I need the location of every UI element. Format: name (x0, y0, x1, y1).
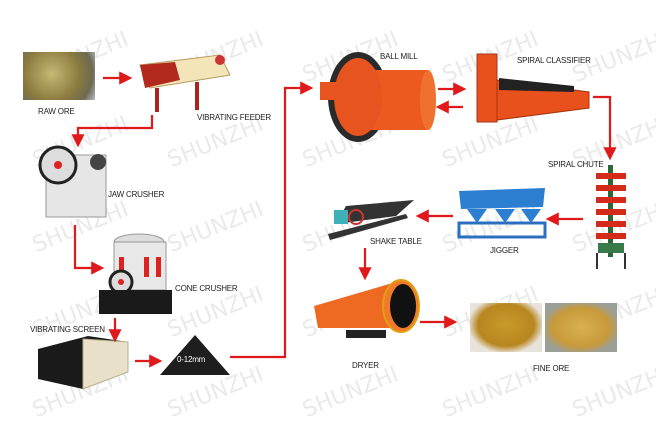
fine-ore-image-1 (470, 303, 542, 352)
fine-ore-image-2 (545, 303, 617, 352)
shake-table-image (328, 200, 414, 240)
jaw-crusher-image (38, 145, 107, 218)
cone-crusher-image (99, 233, 172, 314)
fine-ore-label: FINE ORE (533, 364, 570, 373)
arrow-pile-to-mill (230, 81, 314, 359)
vibrating-feeder-image (139, 54, 231, 112)
arrow-feeder-to-jaw (71, 115, 154, 148)
spiral-classifier-image (476, 53, 590, 123)
dryer-image (314, 279, 420, 338)
raw-ore-image (23, 52, 95, 100)
ball-mill-label: BALL MILL (380, 52, 418, 61)
arrow-jaw-to-cone (73, 225, 105, 275)
cone-crusher-label: CONE CRUSHER (175, 284, 238, 293)
vibrating-feeder-label: VIBRATING FEEDER (197, 113, 271, 122)
arrow-classifier-to-chute (593, 95, 617, 161)
shake-table-label: SHAKE TABLE (370, 237, 422, 246)
spiral-chute-label: SPIRAL CHUTE (548, 160, 604, 169)
dryer-label: DRYER (352, 361, 379, 370)
size-range-pile (160, 335, 230, 375)
spiral-classifier-label: SPIRAL CLASSIFIER (517, 56, 591, 65)
vibrating-screen-label: VIBRATING SCREEN (30, 325, 105, 334)
spiral-chute-image (596, 165, 626, 269)
jigger-label: JIGGER (490, 246, 519, 255)
raw-ore-label: RAW ORE (38, 107, 75, 116)
ball-mill-image (320, 52, 436, 142)
jaw-crusher-label: JAW CRUSHER (108, 190, 165, 199)
size-range-label: 0-12mm (177, 355, 206, 364)
jigger-image (457, 188, 547, 239)
